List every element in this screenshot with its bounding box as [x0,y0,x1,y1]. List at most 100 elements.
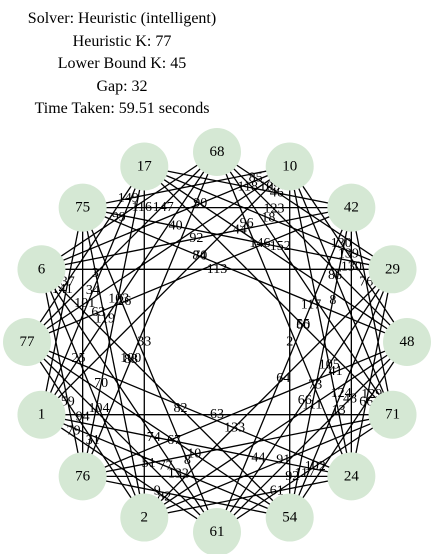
edge-weight-label: 13 [332,403,346,418]
edge-weight-label: 46 [270,185,284,200]
graph-node: 68 [193,128,241,176]
edge-weight-label: 104 [89,401,110,416]
edge-weight-label: 51 [142,456,156,471]
graph-edges [26,151,408,533]
graph-edge [289,166,408,343]
edge-weight-label: 105 [319,357,340,372]
graph-edge [350,207,394,415]
edge-weight-label: 40 [169,219,183,234]
edge-weight-label: 124 [331,386,352,401]
node-label: 76 [75,468,91,484]
node-circle [193,128,241,176]
graph-edge [26,165,291,343]
edge-weight-label: 119 [95,312,115,327]
edge-weight-label: 48 [343,392,357,407]
node-label: 24 [344,468,360,484]
edge-weight-label: 113 [207,262,227,277]
node-label: 10 [282,158,297,174]
edge-weight-label: 18 [261,210,275,225]
edge-weight-label: 61 [270,484,284,499]
graph-node: 2 [120,493,169,542]
graph-node: 6 [17,245,66,294]
edge-weight-label: 34 [86,283,100,298]
graph-edge [143,165,408,343]
graph-node: 48 [383,318,431,366]
graph-node: 1 [17,390,66,439]
graph-edge [82,341,408,477]
node-label: 77 [20,334,36,350]
node-circle [368,390,417,439]
graph-node: 10 [265,142,314,191]
graph-edge-labels: 8511759464810411666744411782631396137123… [52,170,383,504]
graph-edge [26,341,218,533]
edge-weight-label: 44 [233,222,247,237]
graph-edge [41,268,291,518]
edge-weight-label: 116 [132,200,152,215]
graph-edge [40,207,84,415]
graph-edge [41,165,290,270]
node-circle [58,452,107,501]
graph-edge [216,414,393,533]
edge-weight-label: 10 [187,447,201,462]
node-label: 17 [137,158,153,174]
graph-edge [216,341,408,533]
edge-weight-label: 55 [296,317,310,332]
node-circle [368,245,417,294]
node-label: 71 [385,407,400,423]
graph-edge [82,207,393,270]
edge-weight-label: 63 [91,305,105,320]
node-label: 75 [75,200,90,216]
heuristic-k-line: Heuristic K: 77 [72,32,172,50]
edge-weight-label: 63 [210,407,224,422]
edge-weight-label: 111 [302,398,322,413]
edge-weight-label: 101 [74,296,95,311]
graph-node: 77 [3,318,51,366]
gap-line: Gap: 32 [96,77,148,95]
edge-weight-label: 117 [295,466,315,481]
graph-edge [41,207,352,270]
graph-edge [216,207,352,533]
graph-edge [41,166,291,416]
graph-edge [82,207,408,343]
graph-edge [82,475,290,519]
graph-node: 61 [193,508,241,554]
graph-edge [143,166,393,416]
edge-weight-label: 92 [189,231,203,246]
edge-weight-label: 85 [249,170,263,185]
node-label: 54 [282,510,298,526]
graph-edge [41,414,218,533]
edge-weight-label: 73 [308,377,322,392]
node-circle [383,318,431,366]
graph-edge [350,269,394,477]
graph-edge [26,151,218,343]
graph-edge [289,341,408,518]
node-label: 42 [344,200,359,216]
node-label: 1 [38,407,46,423]
graph-edge [40,269,84,477]
edge-weight-label: 147 [153,200,174,215]
edge-weight-label: 152 [270,239,291,254]
edge-weight-label: 8 [329,293,336,308]
edge-weight-label: 139 [338,247,359,262]
graph-edge [143,268,393,518]
graph-edge [82,207,218,533]
node-label: 68 [210,144,225,160]
node-circle [327,183,376,232]
edge-weight-label: 79 [67,423,81,438]
edge-weight-label: 2 [286,335,293,350]
edge-weight-label: 118 [238,180,258,195]
edge-weight-label: 76 [359,275,373,290]
edge-weight-label: 9 [154,484,161,499]
edge-weight-label: 103 [108,292,129,307]
edge-weight-label: 117 [301,298,321,313]
node-circle [193,508,241,554]
edge-weight-label: 74 [147,430,161,445]
time-taken-line: Time Taken: 59.51 seconds [34,100,210,117]
edge-weight-label: 44 [251,450,265,465]
edge-weight-label: 3 [92,266,99,281]
node-circle [265,142,314,191]
edge-weight-label: 99 [112,210,126,225]
graph-edge [26,207,352,343]
